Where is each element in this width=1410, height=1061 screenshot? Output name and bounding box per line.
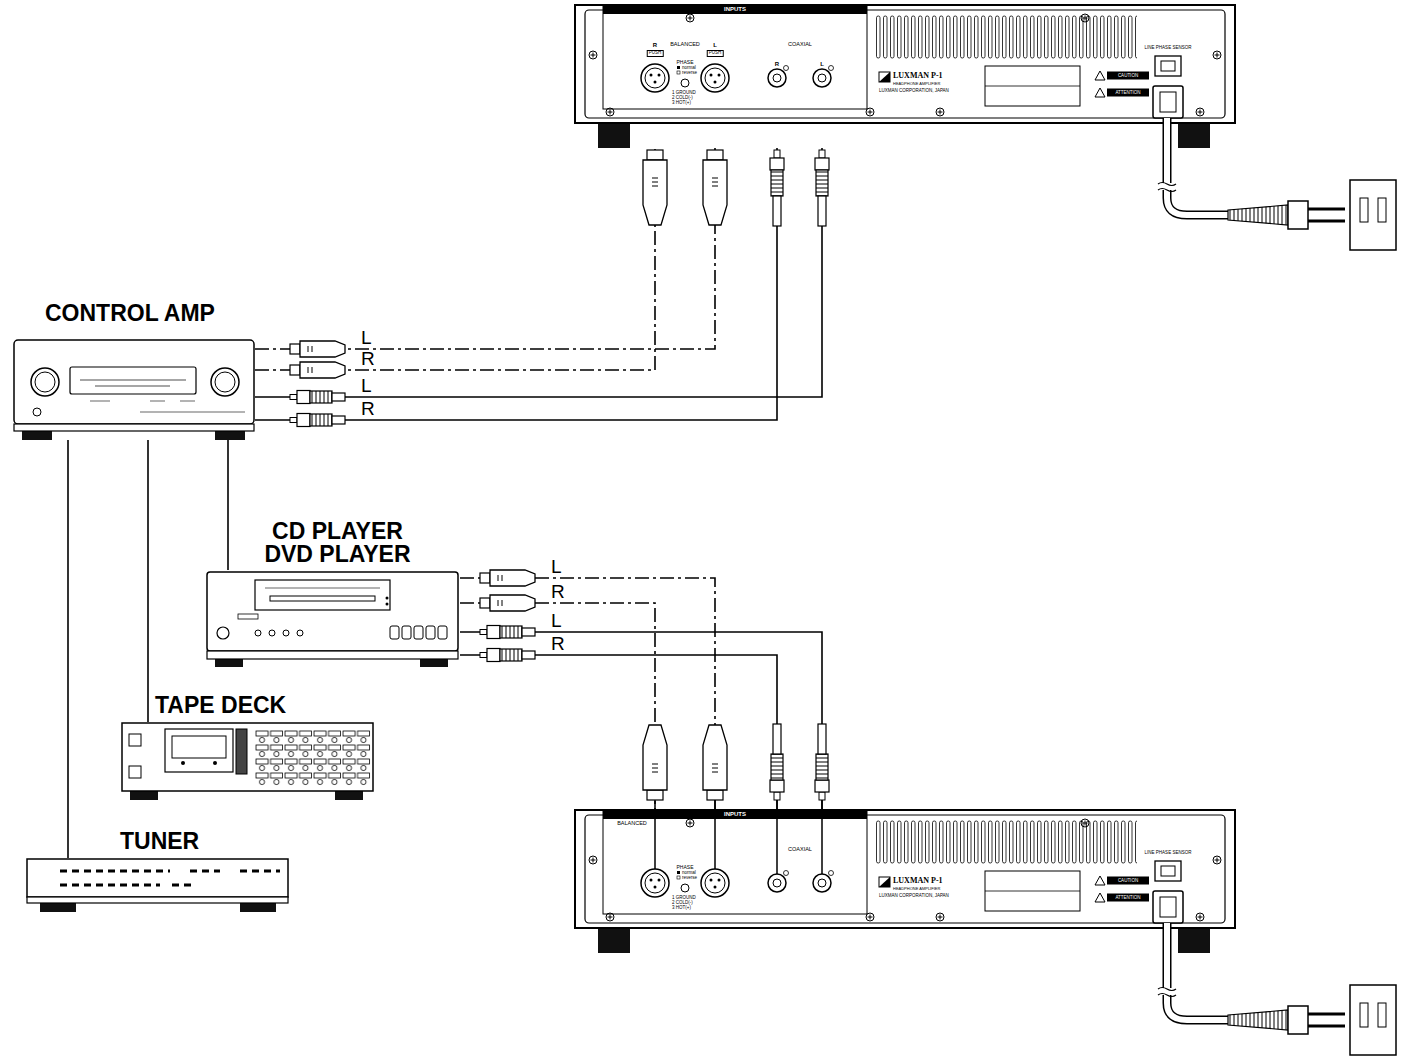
device-heading: CD PLAYER DVD PLAYER bbox=[250, 520, 425, 566]
panel-label: PUSH bbox=[647, 50, 664, 57]
panel-label: ATTENTION bbox=[1115, 896, 1140, 901]
channel-label: L bbox=[360, 329, 373, 347]
channel-label: L bbox=[360, 377, 373, 395]
panel-label: INPUTS bbox=[724, 811, 746, 817]
cd-dvd-player: CD PLAYER DVD PLAYER bbox=[205, 570, 460, 667]
channel-label: R bbox=[360, 350, 376, 368]
panel-brand-text: HEADPHONE AMPLIFIER bbox=[893, 82, 940, 86]
panel-label: PHASE bbox=[677, 865, 694, 870]
panel-label: LINE PHASE SENSOR bbox=[1145, 851, 1192, 856]
panel-label: reverse bbox=[682, 71, 697, 76]
panel-brand-text: LUXMAN P-1 bbox=[893, 72, 943, 80]
panel-label: INPUTS bbox=[724, 6, 746, 12]
cable bbox=[147, 440, 149, 722]
control-amp: CONTROL AMP bbox=[12, 338, 255, 440]
panel-label: BALANCED bbox=[617, 821, 647, 827]
balanced-cable bbox=[255, 148, 715, 349]
cable bbox=[255, 148, 777, 420]
cable bbox=[460, 655, 777, 810]
device-heading: TUNER bbox=[120, 830, 199, 853]
panel-label: 1 GROUND bbox=[672, 91, 696, 96]
cable bbox=[460, 632, 822, 810]
panel-label: R bbox=[653, 42, 657, 48]
balanced-cable bbox=[255, 148, 655, 370]
panel-label: PHASE bbox=[677, 60, 694, 65]
cable bbox=[255, 148, 822, 397]
panel-label: BALANCED bbox=[670, 42, 700, 48]
tape-deck: TAPE DECK bbox=[120, 722, 375, 800]
panel-label: LINE PHASE SENSOR bbox=[1145, 46, 1192, 51]
channel-label: L bbox=[550, 558, 563, 576]
panel-brand-text: LUXMAN P-1 bbox=[893, 877, 943, 885]
channel-label: R bbox=[550, 583, 566, 601]
cable bbox=[227, 440, 229, 570]
panel-label: L bbox=[713, 42, 717, 48]
panel-label: normal bbox=[682, 66, 696, 71]
panel-label: L bbox=[820, 61, 824, 67]
panel-label: 1 GROUND bbox=[672, 896, 696, 901]
channel-label: R bbox=[360, 400, 376, 418]
panel-label: PUSH bbox=[707, 50, 724, 57]
device-heading: TAPE DECK bbox=[155, 694, 286, 717]
cable bbox=[67, 440, 69, 858]
panel-brand-text: LUXMAN CORPORATION, JAPAN bbox=[879, 894, 949, 899]
panel-label: 2 COLD(-) bbox=[672, 901, 693, 906]
device-heading: CONTROL AMP bbox=[45, 302, 215, 325]
panel-label: CAUTION bbox=[1118, 879, 1138, 884]
panel-label: ATTENTION bbox=[1115, 91, 1140, 96]
channel-label: L bbox=[550, 612, 563, 630]
channel-label: R bbox=[550, 635, 566, 653]
panel-label: COAXIAL bbox=[788, 42, 812, 48]
tuner: TUNER bbox=[25, 858, 290, 913]
panel-brand-text: LUXMAN CORPORATION, JAPAN bbox=[879, 89, 949, 94]
panel-label: R bbox=[775, 61, 779, 67]
panel-brand-text: HEADPHONE AMPLIFIER bbox=[893, 887, 940, 891]
panel-label: COAXIAL bbox=[788, 847, 812, 853]
panel-label: CAUTION bbox=[1118, 74, 1138, 79]
balanced-cable bbox=[460, 578, 715, 810]
panel-label: normal bbox=[682, 871, 696, 876]
balanced-cable bbox=[460, 603, 655, 810]
panel-label: 2 COLD(-) bbox=[672, 96, 693, 101]
panel-label: 3 HOT(+) bbox=[672, 906, 691, 911]
panel-label: 3 HOT(+) bbox=[672, 101, 691, 106]
panel-label: reverse bbox=[682, 876, 697, 881]
